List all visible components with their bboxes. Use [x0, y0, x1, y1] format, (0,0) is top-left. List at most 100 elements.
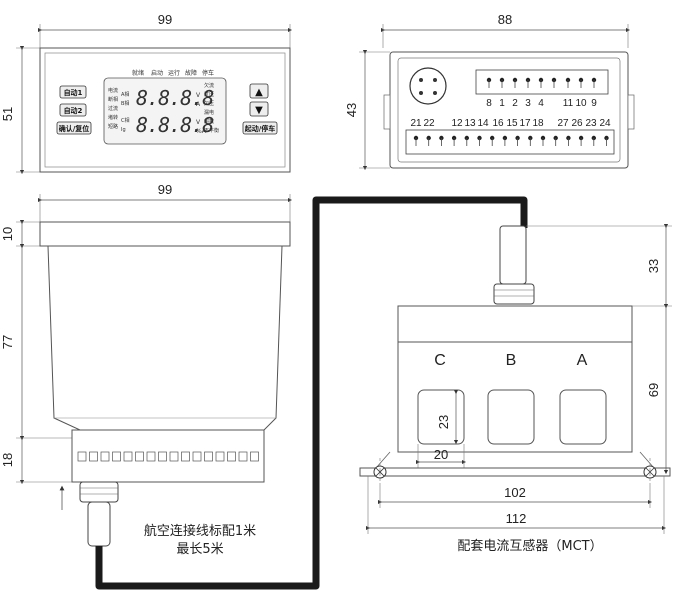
side-width-dim: 99	[158, 182, 172, 197]
term-bot-5: 16	[492, 118, 504, 129]
left-label-2: 过流	[108, 105, 118, 112]
term-bot-6: 15	[506, 118, 518, 129]
phase-c-label: C	[434, 352, 446, 369]
side-flange-dim: 10	[0, 227, 15, 241]
terminal-slot-7	[158, 451, 167, 462]
aviation-cable	[95, 196, 528, 590]
status-run: 运行	[168, 69, 180, 77]
start-stop-button[interactable]	[242, 121, 278, 135]
terminal-slot-4	[123, 451, 133, 462]
right-label-1: 过压	[204, 91, 214, 98]
terminal-slot-1	[89, 451, 98, 462]
up-button[interactable]	[249, 83, 269, 99]
term-top-4: 4	[538, 98, 544, 109]
terminal-slot-3	[112, 451, 121, 462]
side-view: 99 10 77 18	[0, 182, 293, 547]
terminal-slot-14	[238, 451, 248, 462]
down-button[interactable]	[249, 101, 269, 117]
mct-caption: 配套电流互感器（MCT）	[457, 538, 602, 554]
aviation-connector-icon	[409, 67, 447, 105]
down-arrow-icon: ▼	[255, 105, 263, 116]
term-bot-1: 22	[423, 118, 435, 129]
terminal-slot-15	[250, 451, 259, 462]
display-row-1: 8.8.8.8	[136, 86, 213, 110]
side-terminal-dim: 18	[0, 453, 15, 467]
unit-3: V	[196, 119, 201, 126]
term-top-7: 9	[591, 98, 597, 109]
right-label-4: 超载	[204, 118, 214, 125]
term-bot-2: 12	[451, 118, 463, 129]
rear-view: 88 43 8 1 2 3 4 11 10 9 21 22 12 13 14	[344, 12, 635, 171]
mct-top-dim: 33	[646, 259, 661, 273]
unit-4: %A	[196, 128, 207, 135]
term-bot-9: 27	[557, 118, 569, 129]
term-bot-10: 26	[571, 118, 583, 129]
phase-label-b: B相	[121, 100, 129, 107]
term-bot-8: 18	[532, 118, 544, 129]
terminal-slot-9	[181, 451, 190, 462]
mct-body-dim: 69	[646, 383, 661, 397]
terminal-slot-12	[215, 451, 225, 462]
display-window	[103, 77, 227, 145]
phase-b-window	[487, 389, 535, 445]
status-stop: 停车	[202, 69, 214, 77]
term-bot-3: 13	[464, 118, 476, 129]
term-bot-4: 14	[477, 118, 489, 129]
front-view: 99 51 自动1 自动2 确认/复位 就绪 启动 运行 故障 停车 电流 断相…	[0, 12, 293, 175]
left-label-1: 断相	[108, 96, 118, 103]
phase-label-a: A相	[121, 91, 129, 98]
terminal-slot-2	[100, 451, 110, 462]
rear-height-dim: 43	[344, 103, 359, 117]
auto1-label: 自动1	[64, 88, 83, 97]
up-arrow-icon: ▲	[255, 87, 263, 98]
front-width-dim: 99	[158, 12, 172, 27]
unit-1: V	[196, 92, 201, 99]
window-width-dim: 20	[434, 447, 448, 462]
phase-c-window	[417, 389, 465, 445]
cable-caption-2: 最长5米	[176, 542, 223, 557]
term-top-2: 2	[512, 98, 518, 109]
auto2-button[interactable]	[59, 103, 87, 117]
display-row-2: 8.8.8.8	[136, 113, 213, 137]
right-label-0: 欠流	[204, 82, 214, 89]
phase-b-label: B	[506, 352, 517, 369]
terminal-slot-8	[169, 451, 179, 462]
terminal-slot-10	[192, 451, 202, 462]
terminal-slot-13	[227, 451, 236, 462]
status-ready: 就绪	[132, 69, 144, 77]
right-label-5: 不平衡	[204, 127, 219, 134]
term-top-6: 10	[575, 98, 587, 109]
mct-outer-dim: 112	[506, 511, 527, 526]
phase-a-label: A	[577, 352, 588, 369]
phase-a-window	[559, 389, 607, 445]
auto1-button[interactable]	[59, 85, 87, 99]
mct-view: C B A 23 20 102	[359, 223, 672, 554]
right-label-3: 漏电	[204, 109, 214, 116]
phase-label-c: C相	[121, 117, 130, 124]
term-top-1: 1	[499, 98, 505, 109]
auto2-label: 自动2	[64, 106, 83, 115]
side-body-dim: 77	[0, 335, 15, 349]
terminal-slot-11	[204, 451, 213, 462]
term-bot-11: 23	[585, 118, 597, 129]
front-height-dim: 51	[0, 107, 15, 121]
terminal-slot-0	[77, 451, 87, 462]
start-stop-label: 起动/停车	[244, 124, 276, 133]
term-bot-7: 17	[519, 118, 531, 129]
confirm-reset-button[interactable]	[56, 121, 92, 135]
phase-label-ig: Ig	[121, 127, 126, 133]
left-label-3: 堵转	[108, 114, 118, 121]
term-top-0: 8	[486, 98, 492, 109]
term-bot-0: 21	[410, 118, 422, 129]
cable-caption-1: 航空连接线标配1米	[144, 523, 256, 539]
terminal-slot-6	[146, 451, 156, 462]
status-fault: 故障	[185, 69, 197, 77]
unit-2: A	[196, 101, 201, 108]
confirm-reset-label: 确认/复位	[59, 124, 90, 133]
left-label-0: 电流	[108, 87, 118, 94]
window-height-dim: 23	[436, 415, 451, 429]
right-label-2: 欠压	[204, 100, 214, 107]
term-bot-12: 24	[599, 118, 611, 129]
term-top-3: 3	[525, 98, 531, 109]
